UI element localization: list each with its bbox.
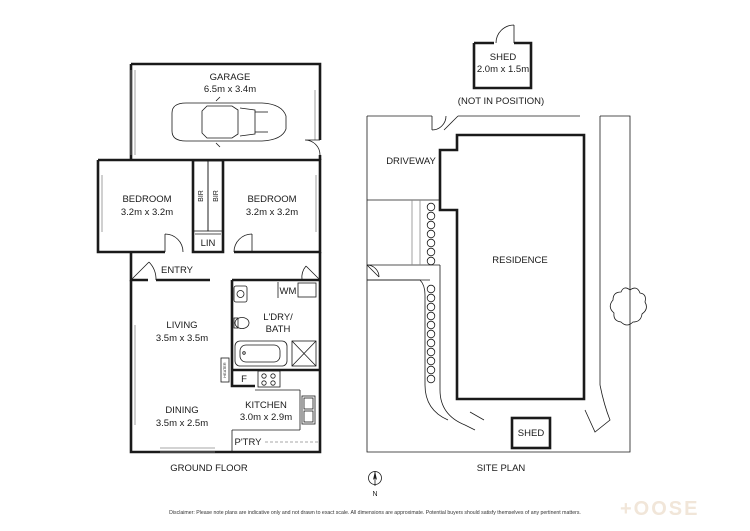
bedrooms-area [96,158,322,254]
residence-outline [438,133,586,401]
kitchen-size: 3.0m x 2.9m [240,412,292,423]
kitchen-label: KITCHEN [245,400,287,411]
compass-icon [368,471,382,486]
wm-label: WM [280,286,297,297]
laundry-bath-label-2: BATH [266,324,291,335]
entry-area [129,252,322,282]
dining-size: 3.5m x 2.5m [156,418,208,429]
car-icon [171,96,287,148]
shed-not-in-position-note: (NOT IN POSITION) [458,96,544,107]
fridge-label: F [241,374,247,385]
dining-label: DINING [165,405,198,416]
heater-label: HEATER [223,362,227,377]
entry-label: ENTRY [161,265,194,276]
shed-label: SHED [518,428,545,439]
lin-label: LIN [201,238,216,249]
shed-detached [472,24,533,90]
living-size: 3.5m x 3.5m [156,333,208,344]
residence-label: RESIDENCE [492,255,547,266]
laundry-bath-label-1: L'DRY/ [263,312,293,323]
bedroom-1-label: BEDROOM [122,194,171,205]
living-kitchen-block [129,278,322,454]
pantry-label: P'TRY [235,437,263,448]
compass-north-label: N [372,491,377,498]
shed-small [510,416,552,450]
bedroom-1-size: 3.2m x 3.2m [121,207,173,218]
bir-1-label: BIR [198,190,205,202]
brand-logo: +OOSE [620,498,700,520]
garage-room [129,62,322,160]
bir-2-label: BIR [213,190,220,202]
tree-icon [609,287,647,326]
driveway-label: DRIVEWAY [386,156,436,167]
bedroom-2-size: 3.2m x 3.2m [246,207,298,218]
garden-bed [411,200,436,384]
garage-label: GARAGE [210,72,251,83]
shed-detached-size: 2.0m x 1.5m [477,64,529,75]
garage-size: 6.5m x 3.4m [204,84,256,95]
ground-floor-title: GROUND FLOOR [170,463,248,474]
disclaimer-text: Disclaimer: Please note plans are indica… [169,510,581,516]
living-label: LIVING [166,320,197,331]
ground-floor-plan [96,62,322,454]
shed-detached-label: SHED [490,52,517,63]
site-plan-title: SITE PLAN [477,463,526,474]
bedroom-2-label: BEDROOM [247,194,296,205]
site-plan [366,24,647,453]
